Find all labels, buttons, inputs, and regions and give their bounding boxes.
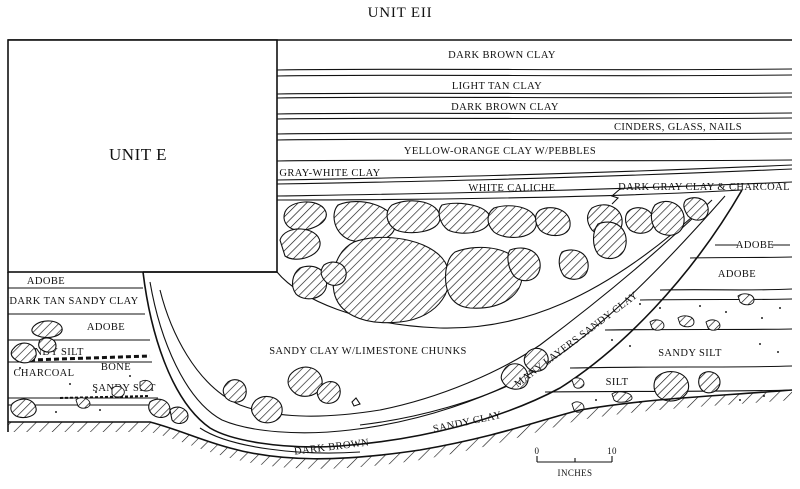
scale-bar — [536, 456, 613, 463]
label-adobe-left-top: ADOBE — [27, 276, 65, 287]
label-dark-brown-clay-top: DARK BROWN CLAY — [448, 50, 556, 61]
label-bone: BONE — [101, 362, 131, 373]
label-light-tan-clay: LIGHT TAN CLAY — [452, 81, 542, 92]
label-dark-brown-clay-2: DARK BROWN CLAY — [451, 102, 559, 113]
label-silt-right: SILT — [606, 377, 629, 388]
scale-unit: INCHES — [558, 468, 593, 478]
rocks-upper — [279, 197, 709, 324]
label-yellow-orange: YELLOW-ORANGE CLAY W/PEBBLES — [404, 146, 596, 157]
label-dark-gray-charcoal: DARK GRAY CLAY & CHARCOAL — [618, 182, 790, 193]
label-white-caliche: WHITE CALICHE — [468, 183, 555, 194]
rocks-pit — [222, 347, 549, 424]
scale-start: 0 — [535, 446, 540, 456]
drawing-title: UNIT EII — [368, 5, 433, 21]
scale-end: 10 — [607, 446, 617, 456]
pit-outline — [142, 189, 743, 454]
label-sandy-clay-chunks: SANDY CLAY W/LIMESTONE CHUNKS — [269, 346, 467, 357]
small-chunk — [351, 397, 361, 407]
label-dark-brown: DARK BROWN — [294, 437, 370, 457]
label-adobe-dash: ADOBE — [736, 240, 774, 251]
right-lower-strata — [544, 256, 793, 393]
stipple-dots — [19, 303, 781, 413]
label-gray-white: GRAY-WHITE CLAY — [279, 168, 380, 179]
label-sandy-silt-left-2: SANDY SILT — [92, 383, 156, 394]
rock-deposit-bottom — [276, 209, 701, 329]
upper-strata-lines — [276, 68, 793, 197]
charcoal-band-lower — [59, 395, 151, 399]
charcoal-band — [29, 354, 151, 362]
label-adobe-right: ADOBE — [718, 269, 756, 280]
unit-e-label: UNIT E — [109, 145, 167, 164]
ground-hatching — [8, 390, 792, 469]
charcoal-leader-line — [610, 188, 621, 205]
label-dark-tan-sandy-clay: DARK TAN SANDY CLAY — [9, 296, 138, 307]
label-cinders: CINDERS, GLASS, NAILS — [614, 122, 742, 133]
rocks-right — [571, 293, 755, 413]
label-sandy-silt-right: SANDY SILT — [658, 348, 722, 359]
rocks-left — [10, 320, 189, 425]
rock-deposit-top — [276, 189, 743, 201]
label-adobe-left: ADOBE — [87, 322, 125, 333]
label-charcoal: CHARCOAL — [14, 368, 75, 379]
label-sandy-silt-left: SANDY SILT — [20, 347, 84, 358]
label-sandy-clay: SANDY CLAY — [432, 410, 503, 435]
